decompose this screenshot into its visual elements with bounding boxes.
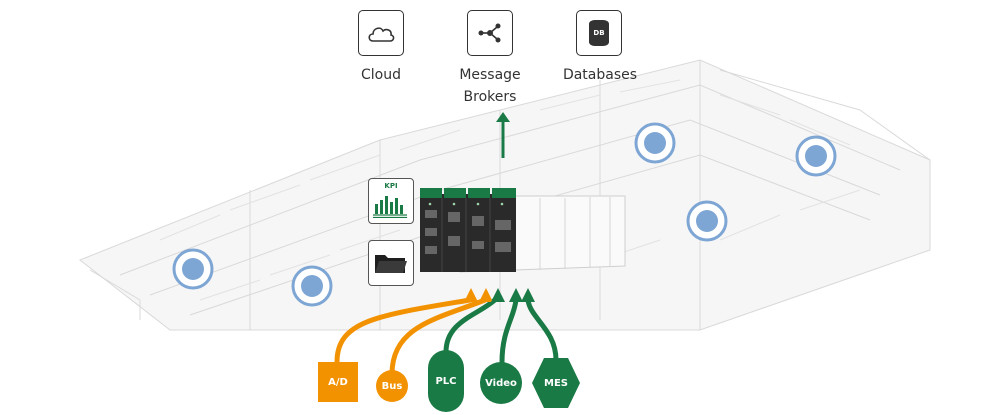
bus-arrowhead [479,288,493,302]
bus-connection [389,297,488,377]
mes-arrowhead [521,288,535,302]
databases-destination-button[interactable]: DB [576,10,622,56]
cloud-icon [368,27,395,42]
message-brokers-destination-button[interactable] [467,10,513,56]
source-plc[interactable]: PLC [428,350,464,412]
plc-arrowhead [491,288,505,302]
source-bus[interactable]: Bus [376,370,408,402]
database-badge: DB [593,29,605,37]
ad-arrowhead [464,288,478,302]
folder-box[interactable] [368,240,414,286]
mes-connection [525,297,559,363]
sensor-marker [291,265,333,307]
source-ad[interactable]: A/D [318,362,358,402]
source-plc-label: PLC [435,375,457,387]
kpi-box[interactable]: KPI [368,178,414,224]
source-bus-label: Bus [381,380,403,392]
source-mes-label: MES [544,377,568,389]
sensor-marker [686,200,728,242]
upload-arrow [496,112,510,158]
network-icon [478,23,501,43]
edge-device [420,188,626,273]
plc-connection [443,295,500,355]
device-rack [420,188,626,273]
sensor-marker [795,135,837,177]
source-video-label: Video [485,377,517,389]
cloud-destination-button[interactable] [358,10,404,56]
database-icon: DB [589,20,609,46]
video-arrowhead [509,288,523,302]
source-video[interactable]: Video [480,362,522,404]
kpi-label: KPI [384,182,398,190]
databases-label: Databases [562,67,638,83]
sensor-marker [172,248,214,290]
source-mes[interactable]: MES [532,358,580,408]
source-ad-label: A/D [328,376,348,388]
folder-icon [375,255,407,273]
ad-connection [334,297,473,365]
cloud-label: Cloud [361,67,401,83]
video-connection [499,297,519,365]
kpi-bar-chart-icon [373,196,407,218]
sensor-marker [634,122,676,164]
message-brokers-label: Message Brokers [459,67,521,105]
